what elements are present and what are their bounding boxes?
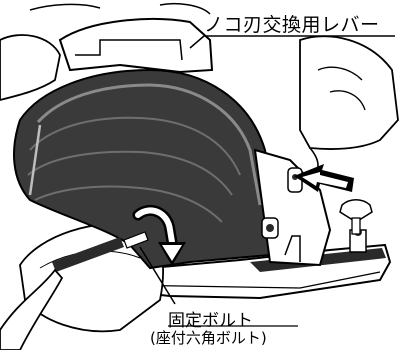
bolt-sub-label: (座付六角ボルト) bbox=[150, 329, 267, 347]
upper-cover bbox=[29, 2, 214, 74]
arrow-icon bbox=[294, 164, 354, 192]
blade-guard bbox=[13, 68, 277, 270]
right-hand bbox=[299, 35, 399, 179]
blade-change-lever bbox=[287, 167, 303, 193]
hex-wrench bbox=[52, 231, 149, 272]
motor-housing bbox=[253, 148, 332, 267]
wing-knob bbox=[339, 199, 373, 235]
leader-lines bbox=[139, 35, 395, 327]
left-hand bbox=[0, 34, 64, 351]
lever-label: ノコ刃交換用レバー bbox=[204, 14, 380, 36]
curved-arrow-icon bbox=[132, 205, 186, 266]
bolt-label: 固定ボルト bbox=[168, 311, 253, 331]
